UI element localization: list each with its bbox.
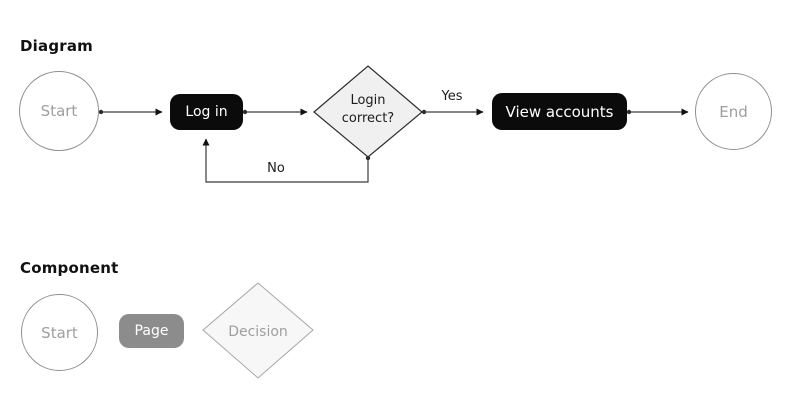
legend-decision-item-label: Decision (228, 324, 288, 340)
view-accounts-node[interactable]: View accounts (492, 93, 627, 130)
diagram-section-heading: Diagram (20, 37, 94, 55)
legend-decision-shape[interactable] (202, 282, 314, 379)
decision-node-shape[interactable] (313, 65, 423, 158)
component-section-heading: Component (20, 259, 119, 277)
decision-node-label: Login correct? (341, 93, 395, 127)
login-node[interactable]: Log in (170, 94, 243, 130)
legend-start-item[interactable]: Start (21, 294, 98, 371)
edge-viewaccounts-end (626, 108, 689, 116)
edge-login-decision (242, 108, 308, 116)
edge-label-yes: Yes (441, 89, 463, 104)
edge-label-no: No (267, 161, 285, 176)
edge-start-login (98, 108, 163, 116)
edge-decision-viewaccounts (421, 108, 484, 116)
legend-page-item[interactable]: Page (119, 314, 184, 348)
end-node[interactable]: End (695, 73, 772, 150)
start-node[interactable]: Start (19, 71, 99, 151)
